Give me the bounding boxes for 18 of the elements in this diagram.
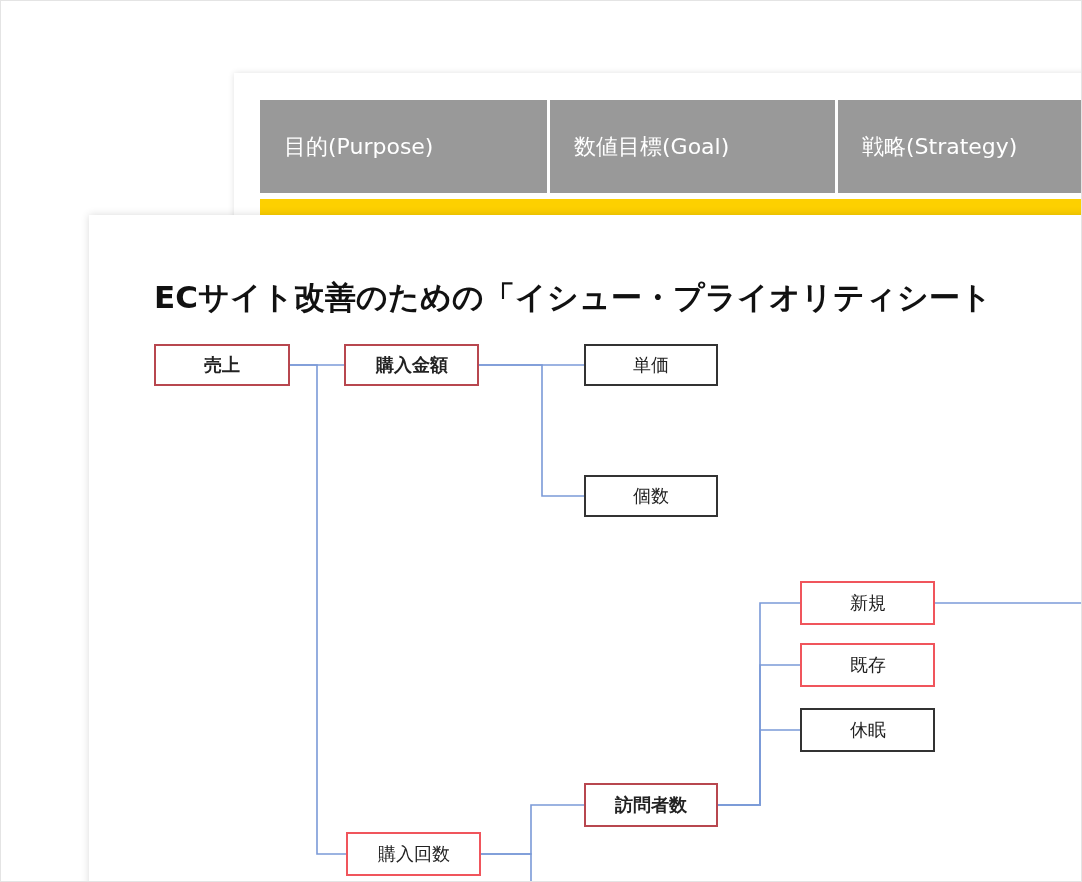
tree-node-box: 休眠: [800, 708, 935, 752]
tree-node-box: 個数: [584, 475, 718, 517]
connector-line: [934, 602, 1081, 604]
connector-line: [478, 364, 585, 497]
tree-node-box: 既存: [800, 643, 935, 687]
tree-node-box: 購入金額: [344, 344, 479, 386]
connector-line: [289, 364, 347, 855]
table-header-cell: 目的(Purpose): [260, 100, 547, 196]
diagram-title: ECサイト改善のための「イシュー・プライオリティシート: [154, 278, 992, 317]
tree-node-box: 売上: [154, 344, 290, 386]
table-header-cell: 数値目標(Goal): [550, 100, 835, 196]
tree-node-box: 単価: [584, 344, 718, 386]
tree-node-box: 訪問者数: [584, 783, 718, 827]
connector-line: [480, 853, 532, 881]
tree-node-box: 購入回数: [346, 832, 481, 876]
tree-node-box: 新規: [800, 581, 935, 625]
connector-line: [717, 729, 801, 806]
table-header-cell: 戦略(Strategy): [838, 100, 1081, 196]
